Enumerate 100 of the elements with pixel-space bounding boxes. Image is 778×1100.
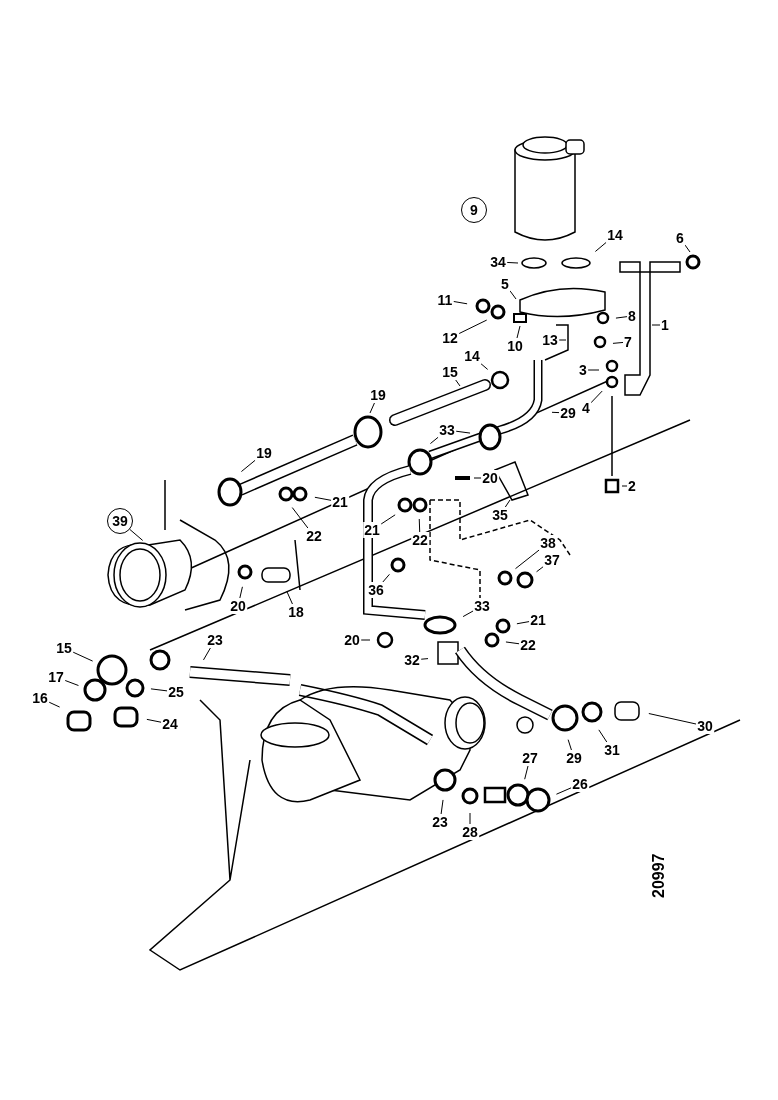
callout-number: 20 <box>343 632 361 648</box>
leader-line <box>506 261 519 264</box>
callout-number: 1 <box>660 317 670 333</box>
leader-line <box>536 566 544 573</box>
leader-line <box>360 639 371 641</box>
callout-number: 28 <box>461 824 479 840</box>
callout-number: 22 <box>411 532 429 548</box>
leader-line <box>555 787 572 795</box>
callout-number: 32 <box>403 652 421 668</box>
callout-number: 38 <box>539 535 557 551</box>
callout-number: 20 <box>481 470 499 486</box>
leader-line <box>440 799 444 815</box>
leader-line <box>429 436 439 445</box>
callout-number: 8 <box>627 308 637 324</box>
leader-line <box>651 324 661 326</box>
drawing-number: 20997 <box>650 853 668 898</box>
leader-line <box>684 244 691 253</box>
leader-line <box>558 339 567 341</box>
callout-number: 26 <box>571 776 589 792</box>
leader-line <box>369 402 375 414</box>
callout-number: 14 <box>463 348 481 364</box>
callout-number: 20 <box>229 598 247 614</box>
callout-number: 15 <box>55 640 73 656</box>
callout-number: 21 <box>331 494 349 510</box>
callout-number: 22 <box>305 528 323 544</box>
leader-line <box>291 507 309 529</box>
leader-line <box>594 241 607 252</box>
callout-number: 13 <box>541 332 559 348</box>
leader-line <box>480 363 489 370</box>
callout-number: 33 <box>473 598 491 614</box>
leader-line <box>505 641 520 645</box>
callout-number: 12 <box>441 330 459 346</box>
leader-line <box>648 713 697 725</box>
callout-number: 19 <box>369 387 387 403</box>
leader-line <box>509 290 517 300</box>
callout-number: 6 <box>675 230 685 246</box>
callout-number: 27 <box>521 750 539 766</box>
leader-line <box>567 739 572 751</box>
callout-number: 24 <box>161 716 179 732</box>
leader-line <box>314 496 332 501</box>
leader-line <box>382 573 390 583</box>
callout-number: 33 <box>438 422 456 438</box>
callout-number: 35 <box>491 507 509 523</box>
callout-number: 22 <box>519 637 537 653</box>
callout-number: 2 <box>627 478 637 494</box>
leader-line <box>516 325 521 339</box>
callout-number: 36 <box>367 582 385 598</box>
callout-number: 5 <box>500 276 510 292</box>
leader-line <box>516 621 530 625</box>
callout-number: 37 <box>543 552 561 568</box>
leader-line <box>473 477 482 479</box>
callout-number: 30 <box>696 718 714 734</box>
leader-line <box>515 549 540 570</box>
callout-number: 23 <box>431 814 449 830</box>
leader-line <box>286 590 293 605</box>
leader-line <box>64 679 79 686</box>
callout-number: 39 <box>107 508 133 534</box>
leader-line <box>380 514 396 525</box>
leader-line <box>129 528 144 541</box>
leader-line <box>612 341 624 344</box>
leader-line <box>455 379 461 387</box>
leader-line <box>203 647 211 661</box>
leader-line <box>590 390 603 404</box>
leader-line <box>504 499 511 508</box>
leader-line <box>150 688 168 692</box>
callout-number: 21 <box>529 612 547 628</box>
callout-number: 14 <box>606 227 624 243</box>
leader-line <box>420 658 429 660</box>
leader-line <box>458 319 488 335</box>
leader-line <box>146 718 162 723</box>
callout-number: 7 <box>623 334 633 350</box>
leader-line <box>598 729 608 743</box>
callout-number: 29 <box>559 405 577 421</box>
leader-line <box>239 586 243 599</box>
leader-line <box>240 459 256 473</box>
callout-number: 3 <box>578 362 588 378</box>
leader-line <box>524 765 529 780</box>
leader-line <box>455 430 471 434</box>
callout-number: 18 <box>287 604 305 620</box>
callout-number: 11 <box>436 292 454 308</box>
leader-line <box>452 300 468 305</box>
leader-line <box>615 316 628 319</box>
callout-number: 4 <box>581 400 591 416</box>
callout-number: 19 <box>255 445 273 461</box>
leader-line <box>551 411 560 414</box>
callout-number: 15 <box>441 364 459 380</box>
callout-number: 23 <box>206 632 224 648</box>
callout-number: 21 <box>363 522 381 538</box>
callout-number: 10 <box>506 338 524 354</box>
leader-line <box>48 701 61 708</box>
leader-line <box>469 812 471 825</box>
leader-line <box>72 651 94 662</box>
callout-number: 9 <box>461 197 487 223</box>
callout-number: 31 <box>603 742 621 758</box>
callout-number: 25 <box>167 684 185 700</box>
leader-line <box>621 485 628 487</box>
callout-number: 34 <box>489 254 507 270</box>
leader-line <box>418 518 421 533</box>
leader-line <box>587 369 600 371</box>
callout-number: 17 <box>47 669 65 685</box>
